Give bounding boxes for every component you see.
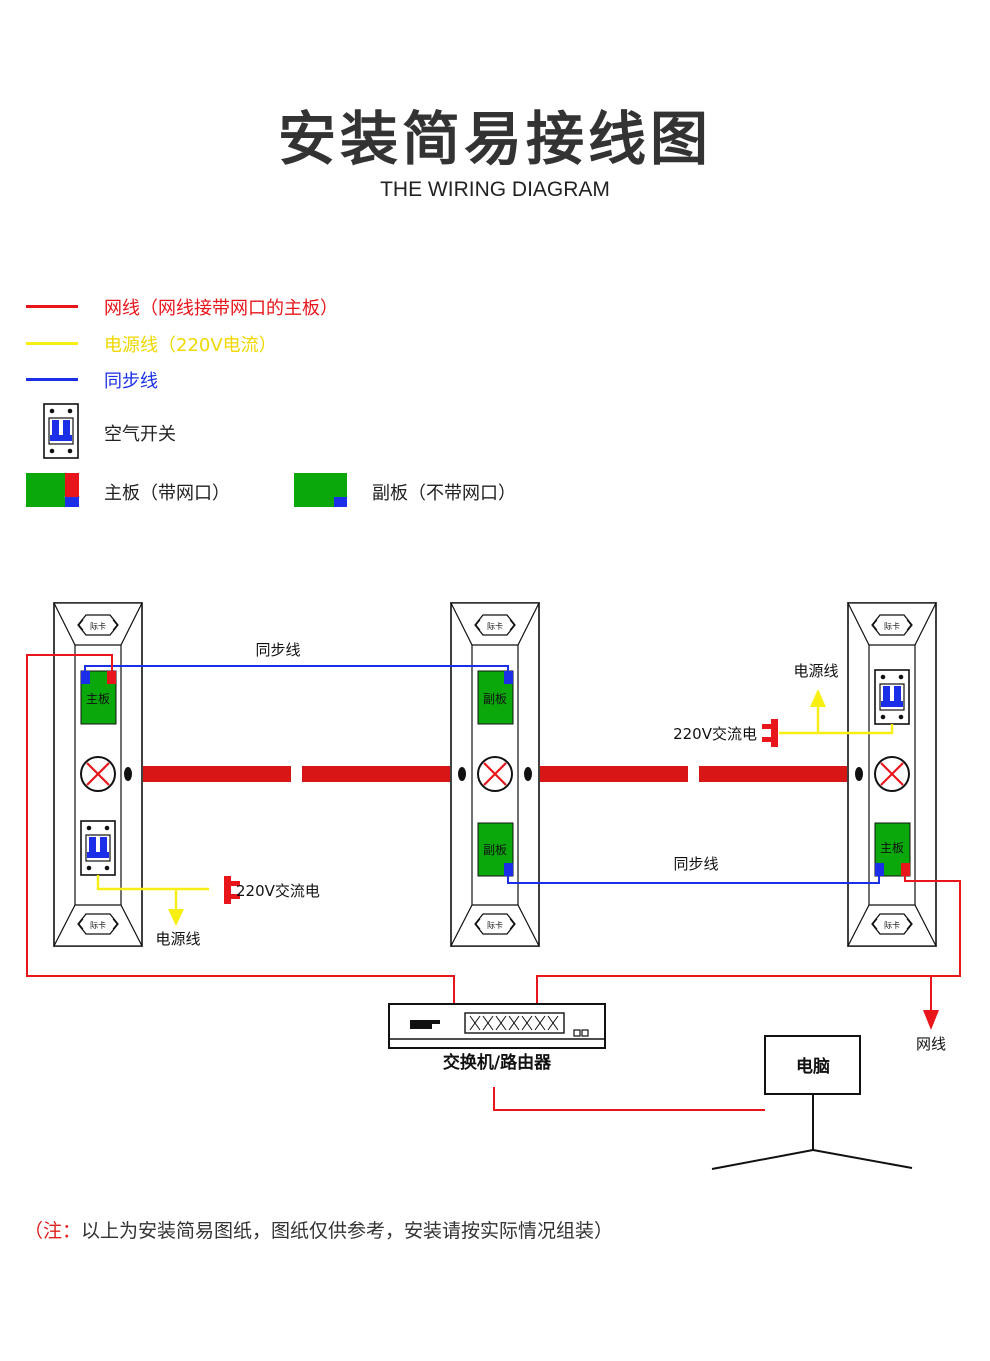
legend-sync-swatch [26, 378, 78, 381]
power-arrow-right-icon [810, 689, 826, 707]
network-line-left [26, 654, 455, 1004]
footer-note-text: 以上为安装简易图纸，图纸仅供参考，安装请按实际情况组装） [81, 1220, 614, 1242]
middle-post-bottom-badge-text: 际卡 [487, 920, 503, 930]
middle-post-badge-text: 际卡 [487, 621, 503, 631]
legend-sync-label: 同步线 [104, 371, 158, 392]
network-label: 网线 [916, 1035, 946, 1053]
power-plug-right-icon [762, 719, 778, 747]
switch-label: 交换机/路由器 [443, 1052, 552, 1073]
right-post-bottom-badge-text: 际卡 [884, 920, 900, 930]
network-arrow-icon [923, 1010, 939, 1030]
power-arrow-left-icon [168, 909, 184, 926]
right-post-badge-text: 际卡 [884, 621, 900, 631]
page-subtitle: THE WIRING DIAGRAM [380, 178, 610, 201]
sync-line-top [84, 665, 509, 672]
legend-breaker-label: 空气开关 [104, 424, 176, 445]
legend-network-label: 网线（网线接带网口的主板） [104, 298, 338, 319]
legend-sub-board-label: 副板（不带网口） [372, 483, 516, 504]
left-post-bottom-badge-text: 际卡 [90, 920, 106, 930]
right-main-board [874, 822, 911, 877]
power-line-label-right: 电源线 [793, 662, 838, 680]
computer-label: 电脑 [796, 1056, 830, 1077]
legend-breaker-icon [43, 403, 79, 459]
computer-icon [711, 1035, 913, 1170]
middle-top-sub-board [477, 670, 514, 725]
legend-main-board-icon [26, 473, 79, 507]
page-title: 安装简易接线图 [277, 105, 712, 173]
barrier-arms [143, 766, 847, 782]
sync-line-bottom [507, 875, 880, 884]
middle-lamp-icon [476, 755, 514, 793]
left-board-label: 主板 [86, 692, 110, 706]
right-pivot-icon [855, 767, 863, 781]
left-breaker-icon [80, 820, 116, 876]
legend-network-swatch [26, 305, 78, 308]
middle-left-pivot-icon [458, 767, 466, 781]
left-main-board [80, 670, 117, 725]
footer-note: （注：以上为安装简易图纸，图纸仅供参考，安装请按实际情况组装） [24, 1216, 613, 1243]
power-label-right: 220V交流电 [673, 725, 757, 743]
network-line-computer [493, 1087, 765, 1111]
power-line-label-left: 电源线 [155, 930, 200, 948]
left-lamp-icon [79, 755, 117, 793]
power-line-left [96, 875, 209, 891]
legend-main-board-label: 主板（带网口） [104, 483, 230, 504]
legend-power-label: 电源线（220V电流） [104, 335, 277, 356]
legend-sub-board-icon [294, 473, 347, 507]
network-line-right [536, 876, 961, 1004]
right-lamp-icon [873, 755, 911, 793]
middle-bottom-sub-board [477, 822, 514, 877]
switch-router-icon [388, 1003, 606, 1049]
middle-bottom-board-label: 副板 [483, 843, 507, 857]
power-label-left: 220V交流电 [236, 882, 320, 900]
left-post-badge-text: 际卡 [90, 621, 106, 631]
footer-note-prefix: （注： [24, 1220, 82, 1242]
left-pivot-icon [124, 767, 132, 781]
legend-power-swatch [26, 342, 78, 345]
right-breaker-icon [874, 669, 910, 725]
right-board-label: 主板 [880, 841, 904, 855]
middle-right-pivot-icon [524, 767, 532, 781]
sync-label-bottom: 同步线 [673, 855, 718, 873]
power-line-right [779, 724, 894, 735]
sync-label-top: 同步线 [255, 641, 300, 659]
middle-top-board-label: 副板 [483, 692, 507, 706]
